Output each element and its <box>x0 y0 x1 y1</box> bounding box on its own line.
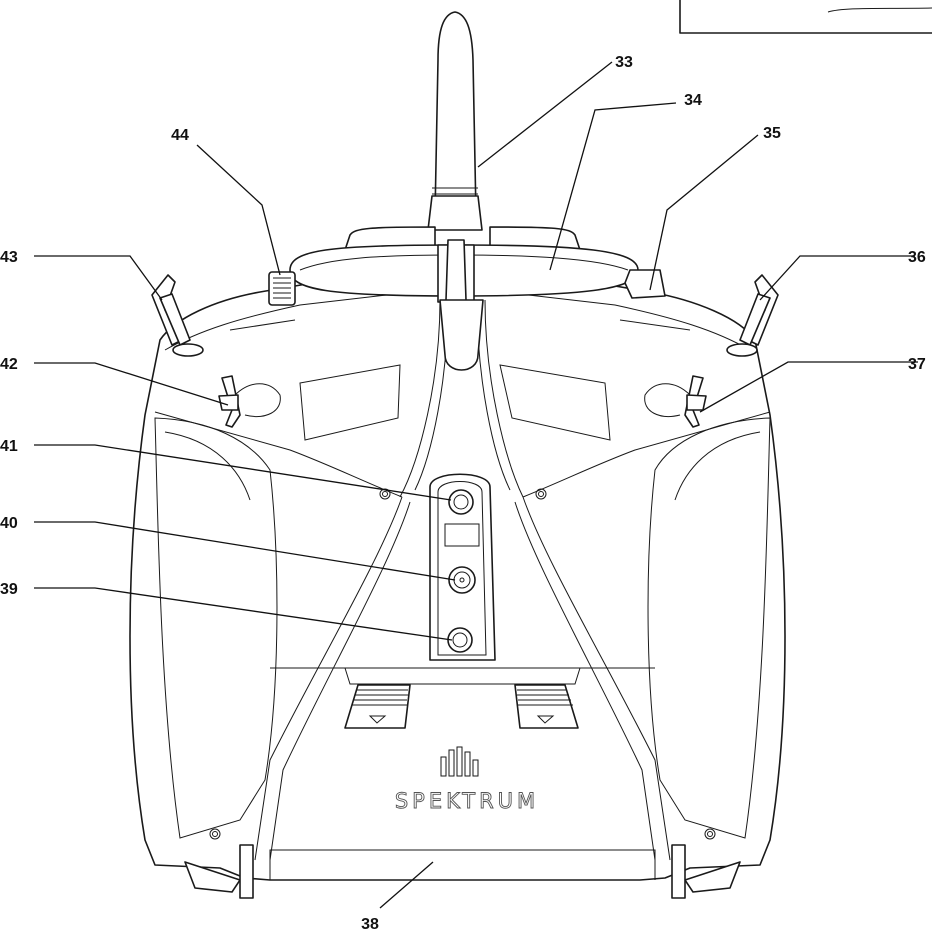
inset-box <box>679 0 932 34</box>
leader-lines <box>34 61 918 909</box>
callout-38: 38 <box>361 916 379 933</box>
callout-41: 41 <box>0 438 18 455</box>
callout-33: 33 <box>615 54 633 71</box>
right-rear-switch[interactable] <box>644 375 707 428</box>
left-rear-switch[interactable] <box>218 375 281 428</box>
callout-42: 42 <box>0 356 18 373</box>
callout-40: 40 <box>0 515 18 532</box>
antenna <box>427 11 483 231</box>
callout-44: 44 <box>171 127 189 144</box>
left-switch[interactable] <box>151 274 204 357</box>
callout-34: 34 <box>684 92 702 109</box>
knob[interactable] <box>268 271 296 306</box>
battery-latch-left[interactable] <box>344 684 411 729</box>
right-switch[interactable] <box>726 274 779 357</box>
callout-39: 39 <box>0 581 18 598</box>
callout-36: 36 <box>908 249 926 266</box>
callout-35: 35 <box>763 125 781 142</box>
callout-43: 43 <box>0 249 18 266</box>
spektrum-logo: SPEKTRUM <box>394 746 539 813</box>
rear-button[interactable] <box>624 269 666 299</box>
top-port[interactable] <box>448 489 474 515</box>
carry-handle <box>289 226 639 371</box>
battery-latch-right[interactable] <box>514 684 579 729</box>
spektrum-wordmark: SPEKTRUM <box>395 789 539 813</box>
callout-37: 37 <box>908 356 926 373</box>
